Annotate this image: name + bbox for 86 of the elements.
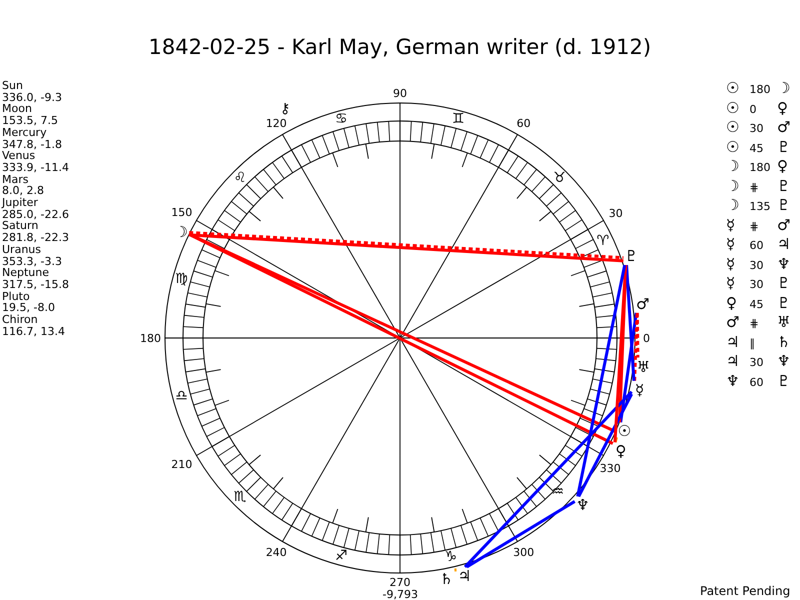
zodiac-sign: ♈ [596, 234, 610, 249]
degree-label: 180 [140, 332, 161, 344]
aspect-entry: ☽ 135 ♇ [726, 196, 790, 216]
planet-name: Pluto [2, 290, 30, 302]
planet-name: Sun [2, 80, 23, 92]
planet-symbol: ☿ [632, 380, 648, 399]
degree-label: 270 [390, 577, 410, 588]
zodiac-sign: ♏ [234, 490, 246, 506]
zodiac-sign: ♎ [175, 388, 188, 404]
planet-symbol: ☽ [173, 223, 190, 242]
aspect-line [625, 264, 636, 381]
aspect-line [576, 264, 626, 497]
planet-position: 347.8, -1.8 [2, 138, 62, 150]
planet-name: Mercury [2, 126, 47, 138]
aspect-line [454, 568, 457, 572]
degree-label: 210 [171, 458, 192, 470]
aspect-entry: ☽ 180 ♀ [726, 157, 788, 178]
zodiac-sign: ♊ [452, 112, 465, 128]
aspect-line [614, 436, 618, 443]
degree-label: 90 [393, 88, 407, 99]
planet-position: 153.5, 7.5 [2, 115, 58, 127]
planet-name: Moon [2, 103, 32, 116]
zodiac-sign: ♋ [335, 112, 348, 128]
zodiac-sign: ♑ [444, 550, 458, 564]
zodiac-sign: ♒ [552, 484, 564, 500]
planet-name: Uranus [2, 244, 41, 256]
zodiac-sign: ♉ [553, 170, 566, 186]
planet-symbol: ♅ [635, 358, 652, 376]
aspect-entry: ☿ 60 ♃ [726, 235, 790, 256]
aspect-entry: ♀ 45 ♇ [726, 294, 790, 314]
planet-name: Mars [2, 174, 28, 186]
degree-label: 150 [171, 206, 192, 218]
aspect-entry: ☉ 180 ☽ [726, 79, 790, 99]
degree-label: 0 [643, 332, 650, 344]
degree-label: 300 [513, 546, 534, 558]
planet-symbol: ☉ [616, 422, 632, 440]
degree-label: 30 [608, 208, 623, 219]
planet-position: 317.5, -15.8 [2, 278, 69, 291]
planet-name: Jupiter [2, 197, 38, 209]
planet-name: Venus [2, 150, 36, 162]
planet-symbol: ♂ [634, 294, 651, 313]
aspect-line [633, 312, 639, 381]
degree-label: 330 [600, 462, 621, 474]
aspect-entry: ♂ ⋕ ♅ [726, 313, 790, 334]
planet-symbol: ♇ [623, 247, 640, 266]
planet-position: 353.3, -3.3 [2, 256, 62, 268]
zodiac-sign: ♍ [175, 272, 188, 287]
degree-label: 120 [266, 118, 287, 130]
chart-value: -9,793 [382, 588, 418, 600]
aspect-entry: ♃ ∥ ♄ [726, 332, 790, 353]
aspect-entry: ☿ ⋕ ♂ [726, 216, 790, 236]
planet-symbol: ♀ [612, 442, 629, 460]
planet-position: 336.0, -9.3 [2, 92, 62, 104]
aspect-line [619, 312, 638, 423]
aspect-entry: ☉ 45 ♇ [726, 138, 790, 158]
planet-position: 333.9, -11.4 [2, 162, 69, 174]
aspect-entry: ☉ 30 ♂ [726, 118, 790, 138]
planet-name: Saturn [2, 220, 38, 232]
planet-position: 116.7, 13.4 [2, 326, 65, 338]
aspect-line [577, 393, 633, 498]
aspect-line [613, 264, 628, 442]
planet-position: 281.8, -22.3 [2, 232, 69, 244]
zodiac-sign: ♐ [335, 548, 348, 564]
planet-symbol: ♆ [574, 496, 591, 514]
degree-label: 240 [266, 546, 287, 558]
degree-label: 60 [516, 118, 531, 130]
aspect-entry: ♆ 60 ♇ [726, 372, 790, 392]
planet-position: 19.5, -8.0 [2, 302, 55, 314]
planet-name: Neptune [2, 267, 50, 279]
aspect-entry: ☿ 30 ♇ [726, 274, 790, 294]
planet-symbol: ♃ [456, 566, 473, 585]
chart-title: 1842-02-25 - Karl May, German writer (d. 1912) [148, 34, 652, 60]
aspect-line [464, 390, 633, 568]
aspect-entry: ☽ ⋕ ♇ [726, 176, 790, 197]
aspect-entry: ☉ 0 ♀ [726, 98, 788, 119]
aspect-entry: ☿ 30 ♆ [726, 254, 790, 275]
planet-symbol: ♄ [438, 570, 455, 588]
aspect-entry: ♃ 30 ♆ [726, 352, 790, 372]
planet-symbol: ⚷ [280, 101, 290, 118]
planet-position: 285.0, -22.6 [2, 208, 69, 220]
planet-position: 8.0, 2.8 [2, 185, 44, 197]
footer-note: Patent Pending [700, 584, 790, 598]
planet-name: Chiron [2, 314, 38, 326]
zodiac-sign: ♌ [234, 170, 246, 186]
aspect-line [466, 500, 576, 568]
aspect-line [636, 312, 640, 358]
